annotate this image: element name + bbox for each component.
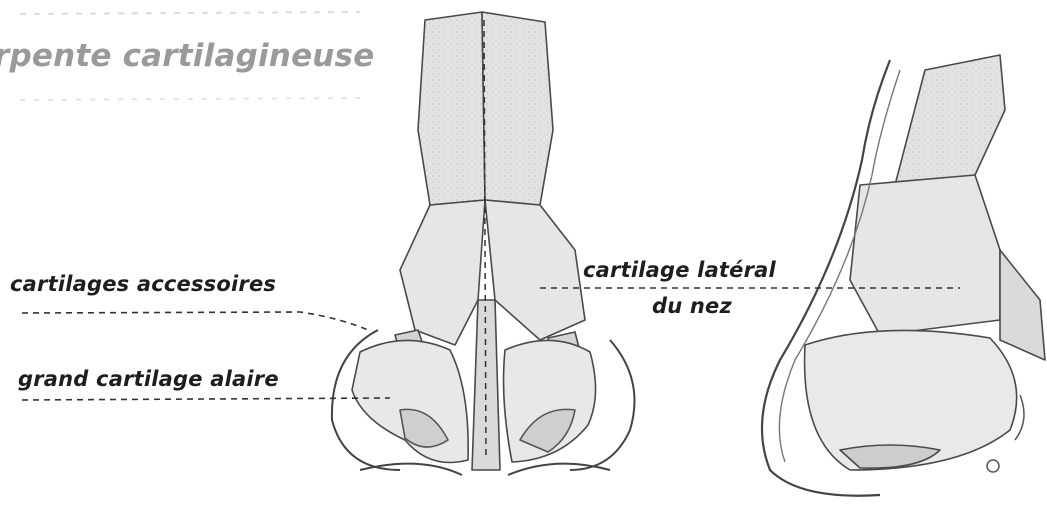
side-view-nose — [805, 55, 1045, 470]
nasal-bone-right — [482, 12, 553, 205]
side-septum — [1000, 250, 1045, 360]
leader-line-alaire — [22, 398, 390, 400]
lateral-cartilage-right — [485, 200, 585, 340]
nasal-bone-left — [418, 12, 485, 205]
header-faint-line-2 — [20, 98, 360, 100]
leader-line-accessoires — [22, 312, 368, 330]
label-cartilage-lateral: cartilage latéral — [583, 258, 776, 282]
alar-cartilage-left — [352, 340, 468, 462]
side-lateral-cartilage — [850, 175, 1000, 335]
label-du-nez: du nez — [652, 294, 732, 318]
label-cartilages-accessoires: cartilages accessoires — [10, 272, 276, 296]
side-nasal-bone — [895, 55, 1005, 185]
label-grand-cartilage-alaire: grand cartilage alaire — [18, 367, 279, 391]
front-view-nose — [352, 12, 596, 470]
header-faint-line — [20, 12, 360, 14]
side-small-circle — [987, 460, 999, 472]
diagram-title: rpente cartilagineuse — [0, 38, 374, 74]
lateral-cartilage-left — [400, 200, 485, 345]
